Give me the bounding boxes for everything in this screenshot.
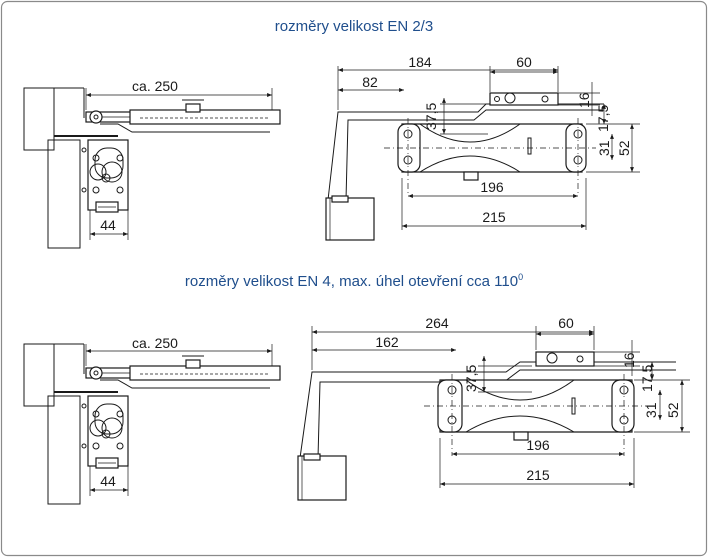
- dim-31-en4: 31: [643, 402, 659, 418]
- title-en-4: rozměry velikost EN 4, max. úhel otevřen…: [0, 272, 708, 290]
- dim-bracket-width: 44: [100, 217, 116, 233]
- dim-16: 16: [576, 92, 592, 108]
- front-view-en-4: 264 60 162 196 215 37,5 16 17,5 3: [297, 315, 690, 501]
- side-view-en-2-3: ca. 250 44: [24, 78, 280, 248]
- dim-total-length-en4: 264: [425, 315, 449, 331]
- dim-bracket-width-en4: 44: [100, 473, 116, 489]
- dim-37-5-en4: 37,5: [463, 365, 479, 392]
- dim-31: 31: [596, 140, 612, 156]
- dim-52-en4: 52: [665, 402, 681, 418]
- title-en-4-text: rozměry velikost EN 4, max. úhel otevřen…: [184, 273, 519, 290]
- dim-17-5: 17,5: [595, 105, 611, 132]
- dim-plate-width: 60: [516, 54, 532, 70]
- dim-16-en4: 16: [621, 352, 637, 368]
- dim-17-5-en4: 17,5: [639, 365, 655, 392]
- dim-plate-width-en4: 60: [558, 315, 574, 331]
- dim-arm-offset: 82: [362, 74, 378, 90]
- dim-total-length: 184: [408, 54, 432, 70]
- dim-arm-offset-en4: 162: [375, 334, 399, 350]
- title-en-2-3: rozměry velikost EN 2/3: [274, 18, 434, 35]
- dim-52: 52: [616, 140, 632, 156]
- dim-37-5: 37,5: [423, 103, 439, 130]
- dim-arm-length-en4: ca. 250: [132, 335, 178, 351]
- dim-body-length-en4: 215: [526, 467, 550, 483]
- dim-arm-length: ca. 250: [132, 78, 178, 94]
- dim-hole-spacing-en4: 196: [526, 437, 550, 453]
- dim-body-length: 215: [482, 209, 506, 225]
- front-view-en-2-3: 184 60 82 196 215 37,5 16 17,5 31: [325, 54, 640, 241]
- dim-hole-spacing: 196: [480, 179, 504, 195]
- title-en-4-degree: 0: [518, 272, 524, 282]
- side-view-en-4: ca. 250 44: [24, 335, 280, 504]
